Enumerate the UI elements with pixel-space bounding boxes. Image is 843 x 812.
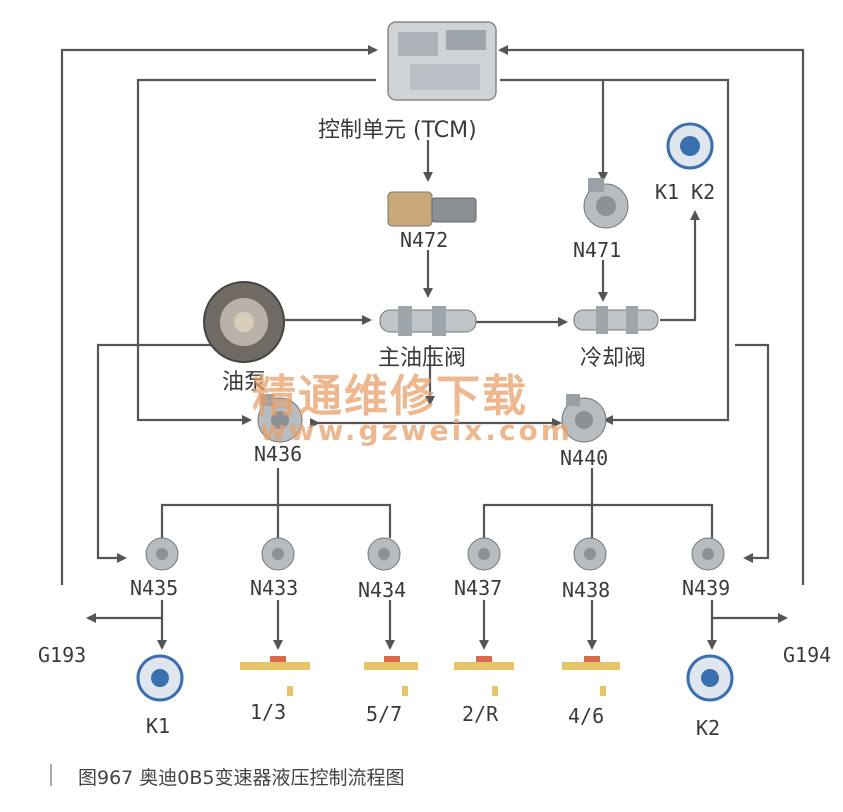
- k1-clutch-icon: [136, 654, 184, 702]
- n440-label: N440: [560, 446, 609, 470]
- n472-solenoid-icon: [387, 191, 477, 227]
- k2-label: K2: [696, 716, 721, 740]
- gear-57-label: 5/7: [366, 702, 403, 726]
- n440-solenoid-icon: [561, 394, 607, 443]
- n434-label: N434: [358, 578, 407, 602]
- k1k2-label: K1 K2: [655, 180, 716, 204]
- main-pressure-valve-icon: [379, 306, 477, 336]
- gear-57-icon: [364, 656, 418, 696]
- n435-solenoid-icon: [145, 537, 179, 571]
- g194-label: G194: [783, 643, 832, 667]
- cooling-valve-icon: [573, 306, 659, 334]
- gear-2r-label: 2/R: [462, 702, 499, 726]
- watermark-title: 精通维修下载: [252, 371, 528, 422]
- n439-label: N439: [682, 576, 731, 600]
- figure-caption: 图967 奥迪0B5变速器液压控制流程图: [78, 767, 405, 789]
- gear-13-label: 1/3: [250, 700, 287, 724]
- n438-solenoid-icon: [573, 537, 607, 571]
- gear-46-icon: [562, 656, 620, 696]
- n437-solenoid-icon: [467, 537, 501, 571]
- watermark-url: www.gzweix.com: [260, 414, 573, 447]
- k1k2-clutch-icon: [666, 122, 714, 170]
- g193-label: G193: [38, 643, 87, 667]
- gear-46-label: 4/6: [568, 704, 605, 728]
- tcm-icon: [387, 21, 497, 101]
- n433-label: N433: [250, 576, 299, 600]
- n439-solenoid-icon: [691, 537, 725, 571]
- gear-13-icon: [240, 656, 310, 696]
- k1-label: K1: [146, 714, 171, 738]
- oil-pump-label: 油泵: [222, 370, 267, 395]
- k2-clutch-icon: [686, 654, 734, 702]
- n434-solenoid-icon: [367, 537, 401, 571]
- caption-marker: [50, 764, 52, 786]
- gear-2r-icon: [454, 656, 514, 696]
- oil-pump-icon: [203, 281, 285, 363]
- n438-label: N438: [562, 578, 611, 602]
- n471-label: N471: [573, 238, 622, 262]
- n472-label: N472: [400, 228, 449, 252]
- n436-label: N436: [254, 442, 303, 466]
- tcm-label: 控制单元 (TCM): [318, 118, 477, 143]
- n471-solenoid-icon: [583, 178, 629, 229]
- n436-solenoid-icon: [257, 394, 303, 443]
- main-valve-label: 主油压阀: [378, 346, 467, 371]
- n433-solenoid-icon: [261, 537, 295, 571]
- cooling-valve-label: 冷却阀: [580, 346, 647, 371]
- n435-label: N435: [130, 576, 179, 600]
- n437-label: N437: [454, 576, 503, 600]
